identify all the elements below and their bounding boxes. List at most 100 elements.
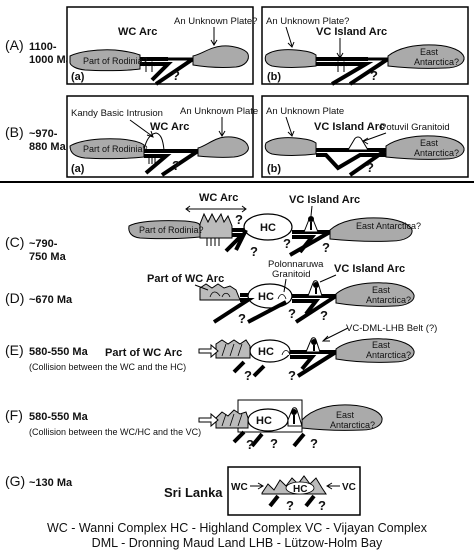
panel-e: Part of WC Arc HC VC-DML-LHB Belt (?) Ea… xyxy=(105,323,437,383)
vc-island-arc-label: VC Island Arc xyxy=(316,26,387,38)
panel-b-a: Kandy Basic Intrusion WC Arc An Unknown … xyxy=(66,95,258,178)
vc-island-arc-label: VC Island Arc xyxy=(314,121,385,133)
row-g-id: (G) xyxy=(5,473,25,489)
row-c-age-line2: 750 Ma xyxy=(29,251,67,263)
unknown-plate-label: An Unknown Plate xyxy=(266,106,344,117)
antarctica-label: Antarctica? xyxy=(330,420,375,430)
sri-lanka-label: Sri Lanka xyxy=(164,485,223,500)
sub-b-label: (b) xyxy=(267,163,281,175)
panel-a-b: An Unknown Plate? VC Island Arc East Ant… xyxy=(261,6,469,86)
question-mark-1: ? xyxy=(235,212,243,227)
hc-label: HC xyxy=(260,222,276,234)
row-g-age: ~130 Ma xyxy=(29,477,73,489)
rodinia-label: Part of Rodinia? xyxy=(83,144,148,154)
legend-line-1: WC - Wanni Complex HC - Highland Complex… xyxy=(47,521,427,535)
east-antarctica-block xyxy=(301,404,383,431)
magma-arrows xyxy=(334,61,348,72)
row-e-age: 580-550 Ma xyxy=(29,346,89,358)
part-wc-arc-label: Part of WC Arc xyxy=(105,347,182,359)
hc-label: HC xyxy=(256,415,272,427)
hc-label: HC xyxy=(258,291,274,303)
magma-arrows xyxy=(206,238,220,246)
question-mark-2: ? xyxy=(288,306,296,321)
hc-block xyxy=(243,213,293,241)
wc-arc-block xyxy=(215,339,251,359)
unknown-plate-label: An Unknown Plate? xyxy=(266,16,349,27)
row-f-id: (F) xyxy=(5,407,23,423)
row-d-id: (D) xyxy=(5,290,24,306)
row-c-id: (C) xyxy=(5,234,24,250)
vc-island-arc-label: VC Island Arc xyxy=(334,263,405,275)
antarctica-label: Antarctica? xyxy=(366,350,411,360)
antarctica-label: Antarctica? xyxy=(414,57,459,67)
question-mark-4: ? xyxy=(322,240,330,255)
wc-arc-label: WC Arc xyxy=(118,26,157,38)
hc-label: HC xyxy=(293,484,307,495)
question-mark-2: ? xyxy=(270,436,278,451)
unknown-plate-block xyxy=(264,137,317,156)
wc-arc-label: WC Arc xyxy=(199,192,238,204)
row-a-age-line2: 1000 Ma xyxy=(29,54,73,66)
row-b-age-line1: ~970- xyxy=(29,128,58,140)
panel-d: Part of WC Arc Polonnaruwa Granitoid VC … xyxy=(147,259,415,326)
east-label: East xyxy=(336,410,355,420)
row-e-note: (Collision between the WC and the HC) xyxy=(29,362,186,372)
sub-b-label: (b) xyxy=(267,71,281,83)
legend-line-2: DML - Dronning Maud Land LHB - Lützow-Ho… xyxy=(91,536,383,550)
east-antarctica-label: East Antarctica? xyxy=(356,221,421,231)
hc-block xyxy=(285,481,315,495)
kandy-label: Kandy Basic Intrusion xyxy=(71,108,163,119)
east-label: East xyxy=(372,285,391,295)
unknown-plate-block xyxy=(192,45,249,68)
east-label: East xyxy=(420,138,439,148)
panel-a-a: WC Arc An Unknown Plate? Part of Rodinia… xyxy=(66,6,257,86)
panel-c: WC Arc VC Island Arc Part of Rodinia? HC… xyxy=(128,192,421,259)
rodinia-label: Part of Rodinia? xyxy=(83,56,148,66)
question-mark-1: ? xyxy=(238,311,246,326)
panel-g: Sri Lanka WC HC VC ? ? xyxy=(164,466,361,516)
question-mark-1: ? xyxy=(286,498,294,513)
magma-arrows xyxy=(148,156,156,164)
wc-arc-block xyxy=(199,283,241,301)
question-mark-3: ? xyxy=(320,308,328,323)
east-label: East xyxy=(420,47,439,57)
row-b-id: (B) xyxy=(5,124,24,140)
antarctica-label: Antarctica? xyxy=(414,148,459,158)
polonnaruwa-label-2: Granitoid xyxy=(272,269,311,280)
question-mark-3: ? xyxy=(310,436,318,451)
question-mark: ? xyxy=(370,68,378,83)
east-antarctica-block xyxy=(329,217,413,242)
rodinia-label: Part of Rodinia? xyxy=(139,225,204,235)
east-label: East xyxy=(372,340,391,350)
east-antarctica-block xyxy=(387,44,465,69)
row-f-age: 580-550 Ma xyxy=(29,411,89,423)
row-e-id: (E) xyxy=(5,342,24,358)
row-a-age-line1: 1100- xyxy=(29,41,57,53)
wc-arc-label: WC Arc xyxy=(150,121,189,133)
row-f-note: (Collision between the WC/HC and the VC) xyxy=(29,427,201,437)
question-mark: ? xyxy=(366,160,374,175)
row-a-id: (A) xyxy=(5,37,24,53)
east-antarctica-block xyxy=(385,135,465,160)
wc-arc-block xyxy=(199,212,233,239)
vc-label: VC xyxy=(342,482,356,493)
panel-b-b: An Unknown Plate VC Island Arc Potuvil G… xyxy=(261,95,469,178)
part-wc-arc-label: Part of WC Arc xyxy=(147,273,224,285)
vc-island-arc-label: VC Island Arc xyxy=(289,194,360,206)
question-mark-2: ? xyxy=(288,368,296,383)
question-mark: ? xyxy=(172,158,180,173)
row-d-age: ~670 Ma xyxy=(29,294,73,306)
belt-label: VC-DML-LHB Belt (?) xyxy=(346,323,437,334)
question-mark-2: ? xyxy=(318,498,326,513)
row-b-age-line2: 880 Ma xyxy=(29,141,67,153)
sub-a-label: (a) xyxy=(71,71,85,83)
polonnaruwa-label-1: Polonnaruwa xyxy=(268,259,324,270)
potuvil-label: Potuvil Granitoid xyxy=(380,122,450,133)
magma-arrows xyxy=(142,61,156,72)
question-mark-2: ? xyxy=(250,244,258,259)
question-mark-3: ? xyxy=(283,236,291,251)
east-antarctica-block xyxy=(335,338,415,363)
antarctica-label: Antarctica? xyxy=(366,295,411,305)
sub-a-label: (a) xyxy=(71,163,85,175)
